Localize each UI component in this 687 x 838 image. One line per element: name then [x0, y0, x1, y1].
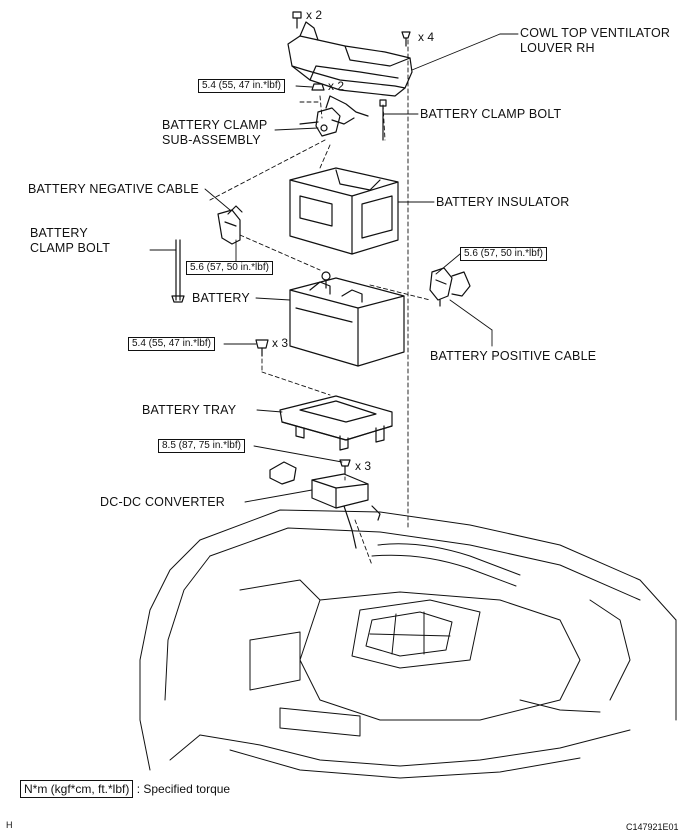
legend-text: : Specified torque: [136, 782, 231, 796]
torque-legend: N*m (kgf*cm, ft.*lbf) : Specified torque: [20, 780, 231, 798]
qty-top-bolt: x 2: [306, 8, 323, 22]
assembly-guide-lines: [209, 39, 431, 566]
qty-clip: x 4: [418, 30, 435, 44]
torque-negative-cable: 5.6 (57, 50 in.*lbf): [186, 261, 273, 275]
label-cowl-top-line-1: COWL TOP VENTILATOR: [520, 26, 671, 40]
label-cowl-top-line-2: LOUVER RH: [520, 41, 595, 55]
dc-dc-converter: [269, 461, 381, 549]
battery-tray: [279, 395, 393, 451]
tray-bolt-icon: [255, 339, 269, 357]
label-battery-positive-cable: BATTERY POSITIVE CABLE: [430, 349, 597, 363]
leader-lines: [149, 33, 519, 503]
label-battery-tray: BATTERY TRAY: [142, 403, 237, 417]
label-battery-clamp-bolt-left: BATTERY CLAMP BOLT: [30, 226, 110, 256]
corner-mark-left: H: [6, 820, 13, 830]
battery-clamp-bolt-left-icon: [171, 239, 185, 303]
label-battery-clamp-sub-assembly: BATTERY CLAMP SUB-ASSEMBLY: [162, 118, 267, 148]
converter-bolt-icon: [339, 459, 351, 475]
battery-clamp-sub-assembly: [299, 95, 369, 137]
label-battery: BATTERY: [192, 291, 250, 305]
cowl-top-ventilator-louver: [287, 21, 413, 97]
label-clamp-bolt-left-line-2: CLAMP BOLT: [30, 241, 111, 255]
qty-tray-bolt: x 3: [272, 336, 289, 350]
battery-negative-cable: [217, 205, 243, 245]
label-clamp-sub-line-2: SUB-ASSEMBLY: [162, 133, 261, 147]
label-clamp-sub-line-1: BATTERY CLAMP: [162, 118, 268, 132]
label-battery-negative-cable: BATTERY NEGATIVE CABLE: [28, 182, 199, 196]
label-clamp-bolt-left-line-1: BATTERY: [30, 226, 88, 240]
torque-converter-bolt: 8.5 (87, 75 in.*lbf): [158, 439, 245, 453]
torque-tray-bolt: 5.4 (55, 47 in.*lbf): [128, 337, 215, 351]
label-cowl-top-ventilator: COWL TOP VENTILATOR LOUVER RH: [520, 26, 670, 56]
label-dc-dc-converter: DC-DC CONVERTER: [100, 495, 225, 509]
qty-converter-bolt: x 3: [355, 459, 372, 473]
clamp-nut-icon: [311, 83, 325, 91]
top-bolt-icon: [292, 11, 302, 29]
vehicle-engine-bay: [139, 509, 677, 779]
legend-unit-box: N*m (kgf*cm, ft.*lbf): [20, 780, 134, 798]
torque-positive-cable: 5.6 (57, 50 in.*lbf): [460, 247, 547, 261]
battery-clamp-bolt-upper-icon: [379, 99, 387, 141]
qty-clamp-nut: x 2: [328, 79, 345, 93]
figure-code: C147921E01: [626, 822, 679, 832]
torque-clamp: 5.4 (55, 47 in.*lbf): [198, 79, 285, 93]
label-battery-insulator: BATTERY INSULATOR: [436, 195, 570, 209]
label-battery-clamp-bolt-upper: BATTERY CLAMP BOLT: [420, 107, 562, 121]
battery-insulator: [289, 167, 399, 255]
clip-icon: [401, 31, 411, 47]
battery-positive-cable: [429, 267, 471, 307]
battery-body: [289, 271, 405, 367]
